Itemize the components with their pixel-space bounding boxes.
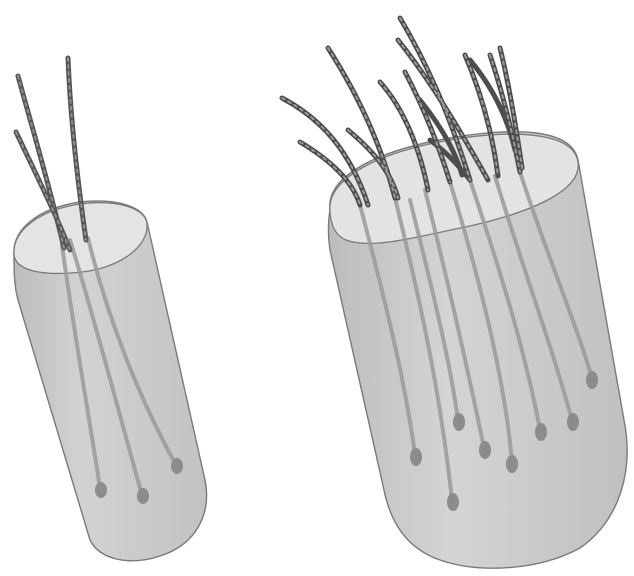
small-follicular-unit-graft [14,58,207,561]
large-multi-hair-graft [282,18,627,568]
